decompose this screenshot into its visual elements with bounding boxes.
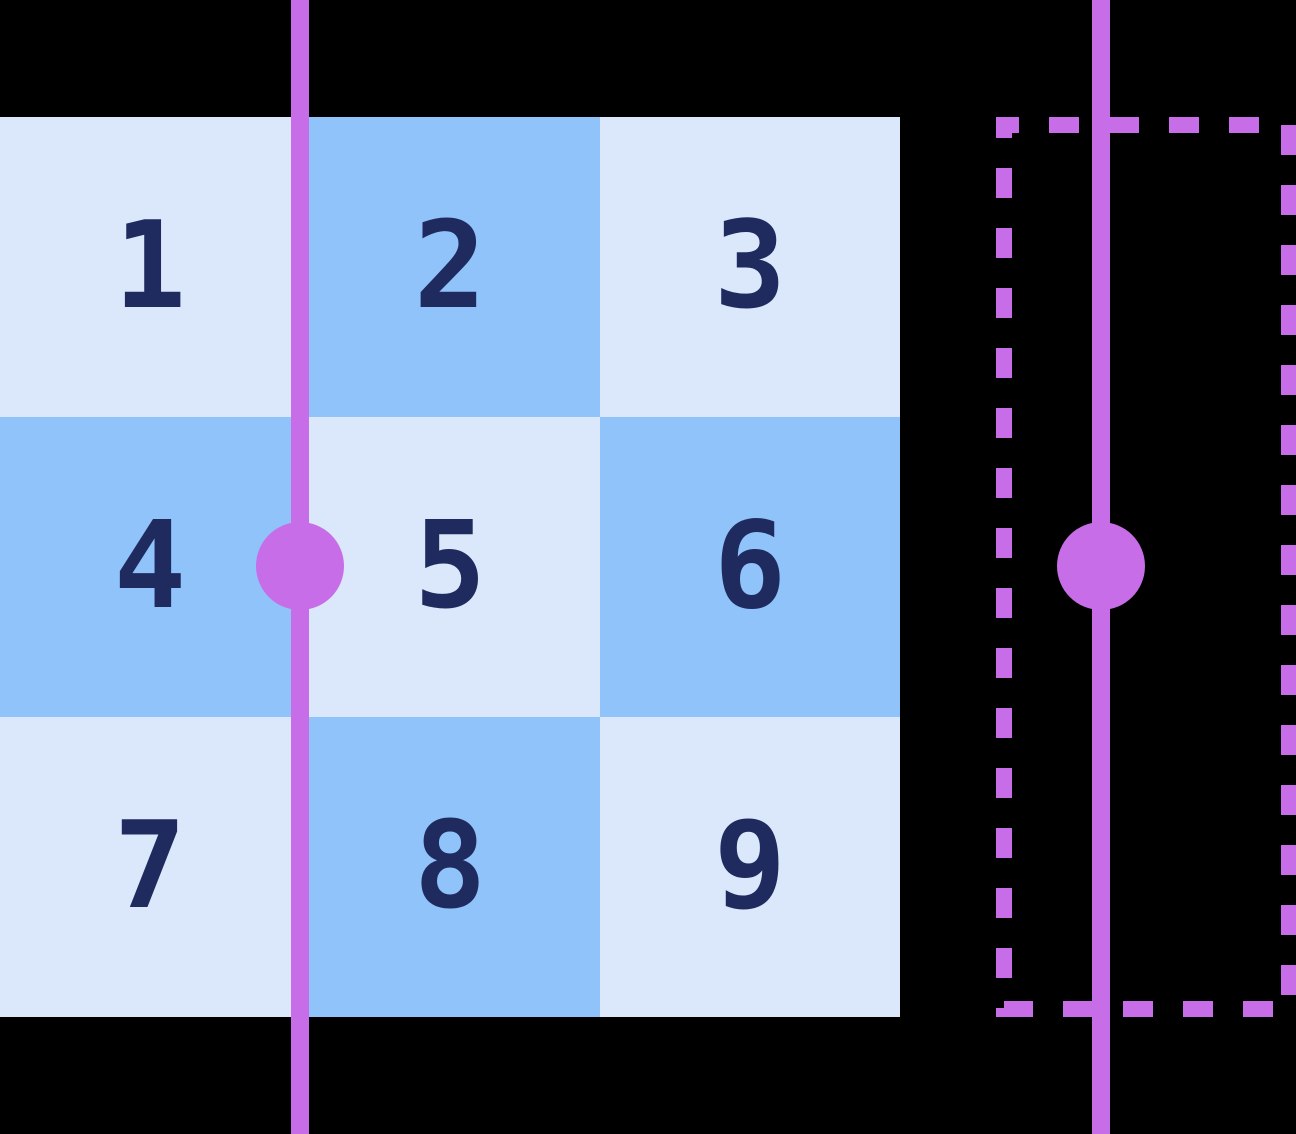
cell-number: 2 bbox=[413, 197, 487, 336]
cell-number: 3 bbox=[713, 197, 787, 336]
cell-number: 6 bbox=[713, 497, 787, 636]
cell-number: 5 bbox=[413, 497, 487, 636]
grid-cell-2: 2 bbox=[300, 117, 600, 417]
grid-cell-8: 8 bbox=[300, 717, 600, 1017]
scrubber-line-left[interactable] bbox=[256, 0, 344, 1134]
grid-cell-5: 5 bbox=[300, 417, 600, 717]
grid-cell-6: 6 bbox=[600, 417, 900, 717]
scrubber-handle-right-dot[interactable] bbox=[1057, 522, 1145, 610]
cell-number: 4 bbox=[113, 497, 187, 636]
cell-number: 8 bbox=[413, 797, 487, 936]
grid-cell-7: 7 bbox=[0, 717, 300, 1017]
scrubber-handle-left-dot[interactable] bbox=[256, 522, 344, 610]
cell-number: 7 bbox=[113, 797, 187, 936]
cell-number: 1 bbox=[113, 197, 187, 336]
scrubber-line-right[interactable] bbox=[1057, 0, 1145, 1134]
grid-cell-4: 4 bbox=[0, 417, 300, 717]
grid-cell-3: 3 bbox=[600, 117, 900, 417]
number-grid: 1 2 3 4 5 6 7 8 9 bbox=[0, 117, 900, 1017]
cell-number: 9 bbox=[713, 797, 787, 936]
grid-cell-9: 9 bbox=[600, 717, 900, 1017]
dashed-drop-zone-outline bbox=[996, 117, 1296, 1017]
grid-cell-1: 1 bbox=[0, 117, 300, 417]
